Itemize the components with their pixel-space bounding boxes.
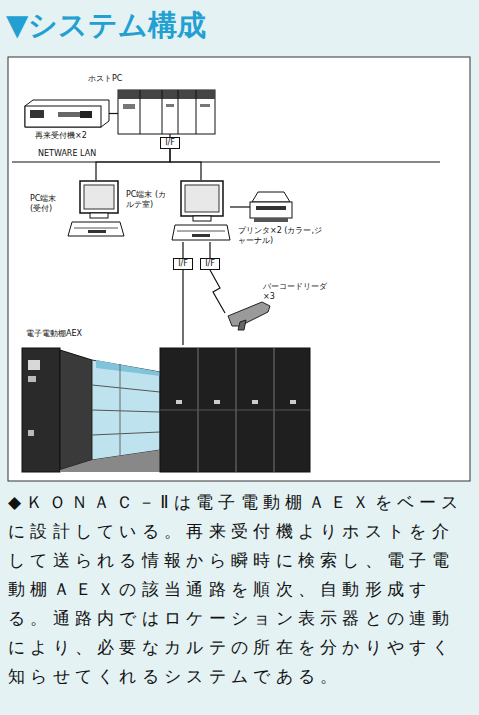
interface-label: I/F — [178, 259, 188, 269]
reception-machine-symbol — [25, 100, 109, 127]
host-pc-symbol — [118, 90, 215, 134]
node-label: PC端末 (カルテ室) — [126, 190, 172, 210]
connector — [182, 242, 183, 258]
barcode-reader: バーコードリーダ ×3 — [225, 298, 271, 328]
barcode-reader-symbol — [228, 302, 270, 330]
node-label: ホストPC — [88, 74, 122, 84]
connector — [209, 242, 210, 258]
diagram-frame — [8, 57, 470, 481]
connector — [182, 270, 183, 345]
node-label: 再来受付機×2 — [35, 131, 87, 141]
connector — [96, 149, 170, 180]
reception-machine: 再来受付機×2 — [25, 100, 109, 127]
printer-symbol — [250, 192, 292, 222]
pc-terminal: PC端末 (カルテ室) — [172, 180, 230, 242]
connector — [109, 113, 118, 114]
interface-label: I/F — [165, 138, 175, 148]
pc-terminal: PC端末 (受付) — [70, 180, 122, 238]
interface-box: I/F — [173, 258, 193, 270]
lan-bus — [12, 161, 440, 162]
printer: プリンタ×2 (カラー,ジャーナル) — [250, 192, 292, 222]
title: ▼システム構成 — [6, 6, 206, 46]
pc-terminal-symbol — [68, 181, 124, 236]
node-label: 電子電動棚AEX — [26, 329, 82, 339]
pc-terminal-symbol — [172, 181, 230, 240]
mobile-shelf-symbol — [22, 348, 310, 472]
node-label: PC端末 (受付) — [30, 194, 68, 214]
bus-label: NETWARE LAN — [38, 149, 96, 159]
interface-box: I/F — [160, 137, 180, 149]
node-label: プリンタ×2 (カラー,ジャーナル) — [238, 226, 322, 246]
caption: ◆ＫＯＮＡＣ－Ⅱは電子電動棚ＡＥＸをベースに設計している。再来受付機よりホストを… — [8, 488, 472, 691]
mobile-shelf: 電子電動棚AEX — [22, 345, 312, 473]
interface-box: I/F — [200, 258, 220, 270]
node-label: バーコードリーダ ×3 — [263, 282, 335, 302]
interface-label: I/F — [205, 259, 215, 269]
host-pc: ホストPC — [118, 90, 215, 134]
connector — [230, 206, 250, 207]
connector — [170, 149, 201, 180]
connector — [210, 270, 225, 313]
